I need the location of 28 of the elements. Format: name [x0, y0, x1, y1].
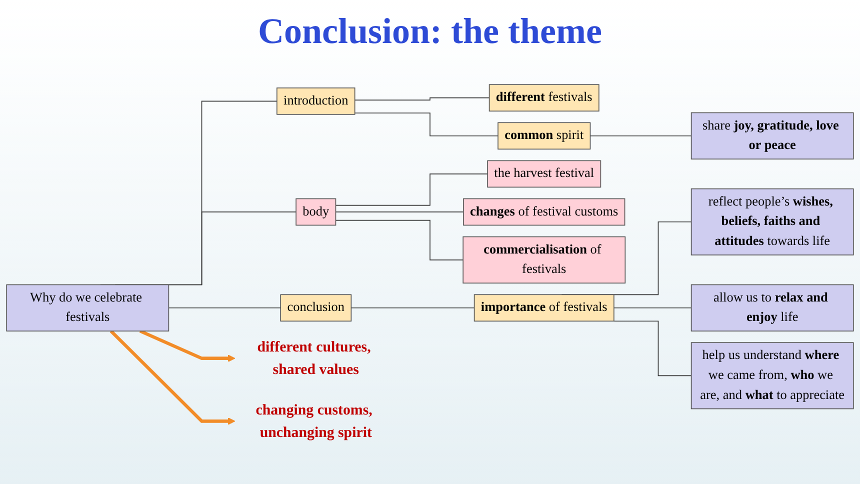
- arrow: [139, 330, 236, 362]
- node-box: importance of festivals: [474, 294, 614, 322]
- node-box: commercialisation of festivals: [462, 236, 626, 284]
- node-box: conclusion: [280, 294, 352, 322]
- connector: [168, 308, 282, 309]
- connector: [350, 308, 475, 309]
- connector: [354, 112, 498, 137]
- connector: [590, 136, 692, 137]
- title: Conclusion: the theme: [257, 10, 603, 52]
- node-box: allow us to relax and enjoy life: [690, 284, 854, 332]
- connector: [354, 98, 490, 101]
- connector: [335, 220, 464, 261]
- node-box: share joy, gratitude, love or peace: [690, 112, 854, 160]
- node-box: changes of festival customs: [463, 198, 626, 226]
- node-box: different festivals: [488, 84, 600, 112]
- arrow: [110, 330, 236, 426]
- node-text: different cultures, shared values: [257, 338, 371, 378]
- connector: [335, 212, 464, 213]
- node-box: introduction: [276, 88, 356, 116]
- node-text: changing customs, unchanging spirit: [256, 402, 372, 440]
- node-box: body: [296, 198, 336, 226]
- node-box: the harvest festival: [487, 160, 602, 188]
- node-box: reflect people’s wishes, beliefs, faiths and attitudes towards life: [690, 188, 854, 256]
- node-box: Why do we celebrate festivals: [6, 284, 170, 332]
- connector: [614, 308, 692, 309]
- connector: [335, 174, 488, 206]
- node-box: help us understand where we came from, who we are, and what to appreciate: [690, 342, 854, 410]
- node-box: common spirit: [498, 122, 591, 150]
